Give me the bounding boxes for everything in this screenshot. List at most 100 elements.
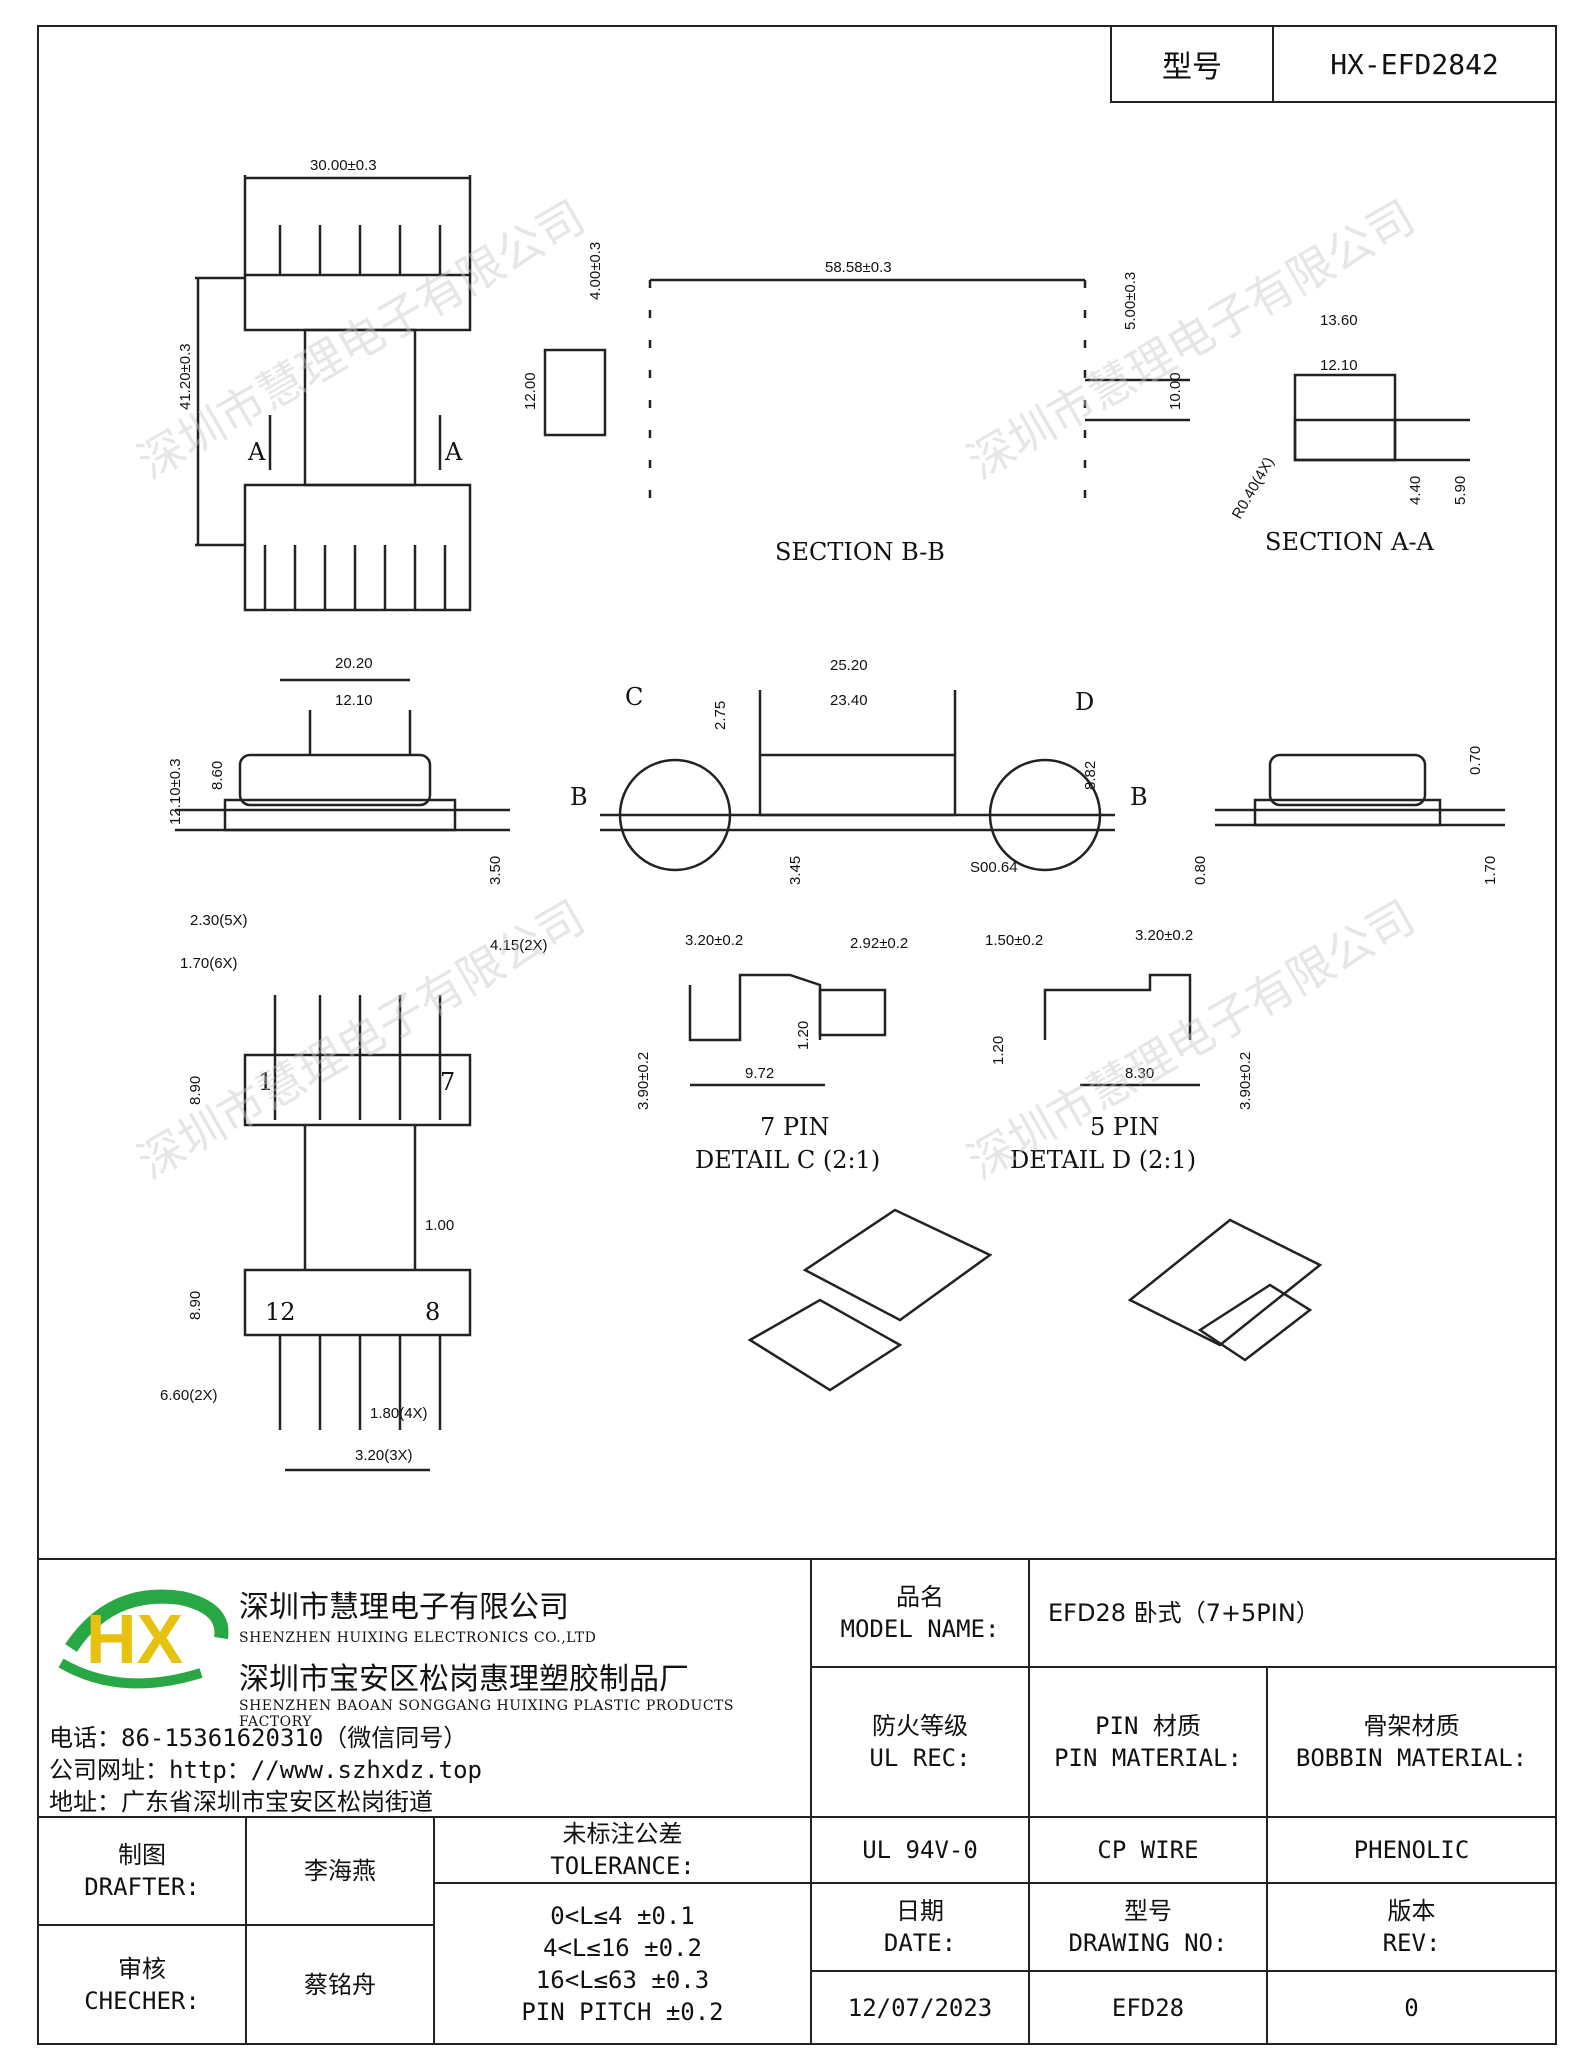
label-b-left: B xyxy=(570,783,588,811)
dim-mc-w1: 25.20 xyxy=(830,657,868,674)
detail-d-title: DETAIL D (2:1) xyxy=(1010,1146,1196,1174)
dim-mr-h1: 0.70 xyxy=(1467,746,1484,775)
tolerance-label: 未标注公差 TOLERANCE: xyxy=(433,1816,812,1884)
model-name-label: 品名 MODEL NAME: xyxy=(810,1558,1030,1668)
dim-bb-k: 4.00±0.3 xyxy=(587,242,604,300)
section-aa-title: SECTION A-A xyxy=(1265,528,1435,556)
dim-aa-w1: 13.60 xyxy=(1320,312,1358,329)
dim-bl-h1: 8.90 xyxy=(187,1076,204,1105)
dim-bl-h2: 8.90 xyxy=(187,1291,204,1320)
dim-mc-w2: 23.40 xyxy=(830,692,868,709)
dim-dc-b: 2.92±0.2 xyxy=(850,935,908,952)
rev-label: 版本 REV: xyxy=(1266,1882,1557,1972)
section-bb-title: SECTION B-B xyxy=(775,538,945,566)
company-en-1: SHENZHEN HUIXING ELECTRONICS CO.,LTD xyxy=(239,1630,597,1646)
hx-logo-icon: HX xyxy=(58,1589,229,1689)
pin-8: 8 xyxy=(425,1298,440,1326)
checker-label: 审核 CHECHER: xyxy=(37,1924,247,2045)
label-b-right: B xyxy=(1130,783,1148,811)
drafter-label: 制图 DRAFTER: xyxy=(37,1816,247,1926)
drawing-no-label: 型号 DRAWING NO: xyxy=(1028,1882,1268,1972)
detail-c-title: DETAIL C (2:1) xyxy=(695,1146,880,1174)
watermark-3: 深圳市慧理电子有限公司 xyxy=(129,890,594,1190)
dim-mc-m: S00.64 xyxy=(970,859,1018,876)
drafter-name: 李海燕 xyxy=(245,1816,435,1926)
dim-dd-w: 8.30 xyxy=(1125,1065,1154,1082)
dim-mc-h3: 8.82 xyxy=(1082,761,1099,790)
dim-mr-h2: 0.80 xyxy=(1192,856,1209,885)
label-a-left: A xyxy=(247,438,266,466)
dim-aa-w2: 12.10 xyxy=(1320,357,1358,374)
address: 地址：广东省深圳市宝安区松岗街道 xyxy=(49,1788,433,1816)
pin-12: 12 xyxy=(265,1298,296,1326)
model-label: 型号 xyxy=(1112,27,1274,101)
dim-bl-d1: 2.30(5X) xyxy=(190,912,248,929)
dim-width: 30.00±0.3 xyxy=(310,157,377,174)
dim-dd-c: 3.90±0.2 xyxy=(1237,1052,1254,1110)
dim-height: 41.20±0.3 xyxy=(177,343,194,410)
detail-d-pin: 5 PIN xyxy=(1090,1113,1160,1141)
logo-text: HX xyxy=(86,1600,184,1678)
dim-ml-h2: 8.60 xyxy=(209,761,226,790)
dim-bl-d2: 1.70(6X) xyxy=(180,955,238,972)
bobbin-label: 骨架材质 BOBBIN MATERIAL: xyxy=(1266,1666,1557,1818)
dim-dc-a: 3.20±0.2 xyxy=(685,932,743,949)
contact-info: 电话：86-15361620310（微信同号） 公司网址：http：//www.… xyxy=(49,1722,482,1818)
website: 公司网址：http：//www.szhxdz.top xyxy=(49,1756,482,1784)
core-body xyxy=(303,328,417,487)
detail-c-pin: 7 PIN xyxy=(760,1113,830,1141)
label-c: C xyxy=(625,683,643,711)
dim-bb-width: 58.58±0.3 xyxy=(825,259,892,276)
pin-value: CP WIRE xyxy=(1028,1816,1268,1884)
dim-bl-d4: 1.00 xyxy=(425,1217,454,1234)
ul-value: UL 94V-0 xyxy=(810,1816,1030,1884)
dim-mr-h3: 1.70 xyxy=(1482,856,1499,885)
company-cn-1: 深圳市慧理电子有限公司 xyxy=(239,1590,569,1625)
dim-aa-r: R0.40(4X) xyxy=(1229,454,1278,522)
rev-value: 0 xyxy=(1266,1970,1557,2045)
dim-ml-w2: 12.10 xyxy=(335,692,373,709)
dim-dd-b: 3.20±0.2 xyxy=(1135,927,1193,944)
dim-dd-h: 1.20 xyxy=(990,1036,1007,1065)
company-en-2: SHENZHEN BAOAN SONGGANG HUIXING PLASTIC … xyxy=(239,1698,734,1730)
dim-aa-d1: 4.40 xyxy=(1407,476,1424,505)
checker-name: 蔡铭舟 xyxy=(245,1924,435,2045)
date-value: 12/07/2023 xyxy=(810,1970,1030,2045)
dim-bl-d7: 3.20(3X) xyxy=(355,1447,413,1464)
company-info: HX 深圳市慧理电子有限公司 SHENZHEN HUIXING ELECTRON… xyxy=(37,1558,812,1818)
bobbin-value: PHENOLIC xyxy=(1266,1816,1557,1884)
dim-dc-h: 3.90±0.2 xyxy=(635,1052,652,1110)
company-cn-2: 深圳市宝安区松岗惠理塑胶制品厂 xyxy=(239,1662,689,1697)
dim-ml-h3: 3.50 xyxy=(487,856,504,885)
dim-dc-w: 9.72 xyxy=(745,1065,774,1082)
pin-1: 1 xyxy=(258,1068,273,1096)
model-name-value: EFD28 卧式（7+5PIN） xyxy=(1028,1558,1557,1668)
pin-label: PIN 材质 PIN MATERIAL: xyxy=(1028,1666,1268,1818)
dim-ml-w1: 20.20 xyxy=(335,655,373,672)
label-a-right: A xyxy=(444,438,463,466)
drawing-no-value: EFD28 xyxy=(1028,1970,1268,2045)
model-box: 型号 HX-EFD2842 xyxy=(1110,25,1557,103)
dim-mc-h1: 2.75 xyxy=(712,701,729,730)
phone: 电话：86-15361620310（微信同号） xyxy=(49,1724,468,1752)
tolerance-values: 0<L≤4 ±0.1 4<L≤16 ±0.2 16<L≤63 ±0.3 PIN … xyxy=(433,1882,812,2045)
dim-bl-d5: 6.60(2X) xyxy=(160,1387,218,1404)
bottom-flange xyxy=(243,483,472,612)
technical-drawing: 30.00±0.3 41.20±0.3 A A 58.58±0.3 4.00±0… xyxy=(129,157,1505,1472)
dim-bl-d6: 1.80(4X) xyxy=(370,1405,428,1422)
dim-bb-h2: 5.00±0.3 xyxy=(1122,272,1139,330)
dim-bb-h1: 12.00 xyxy=(522,372,539,410)
pin-7: 7 xyxy=(440,1068,455,1096)
dim-bb-h3: 10.00 xyxy=(1167,372,1184,410)
dim-mc-h2: 3.45 xyxy=(787,856,804,885)
title-block: HX 深圳市慧理电子有限公司 SHENZHEN HUIXING ELECTRON… xyxy=(37,1558,1557,2045)
dim-ml-h1: 12.10±0.3 xyxy=(167,758,184,825)
dim-bl-d3: 4.15(2X) xyxy=(490,937,548,954)
date-label: 日期 DATE: xyxy=(810,1882,1030,1972)
label-d: D xyxy=(1075,688,1094,716)
dim-aa-d2: 5.90 xyxy=(1452,476,1469,505)
dim-dc-c: 1.20 xyxy=(795,1021,812,1050)
dim-dd-a: 1.50±0.2 xyxy=(985,932,1043,949)
watermark-2: 深圳市慧理电子有限公司 xyxy=(959,190,1424,490)
ul-label: 防火等级 UL REC: xyxy=(810,1666,1030,1818)
